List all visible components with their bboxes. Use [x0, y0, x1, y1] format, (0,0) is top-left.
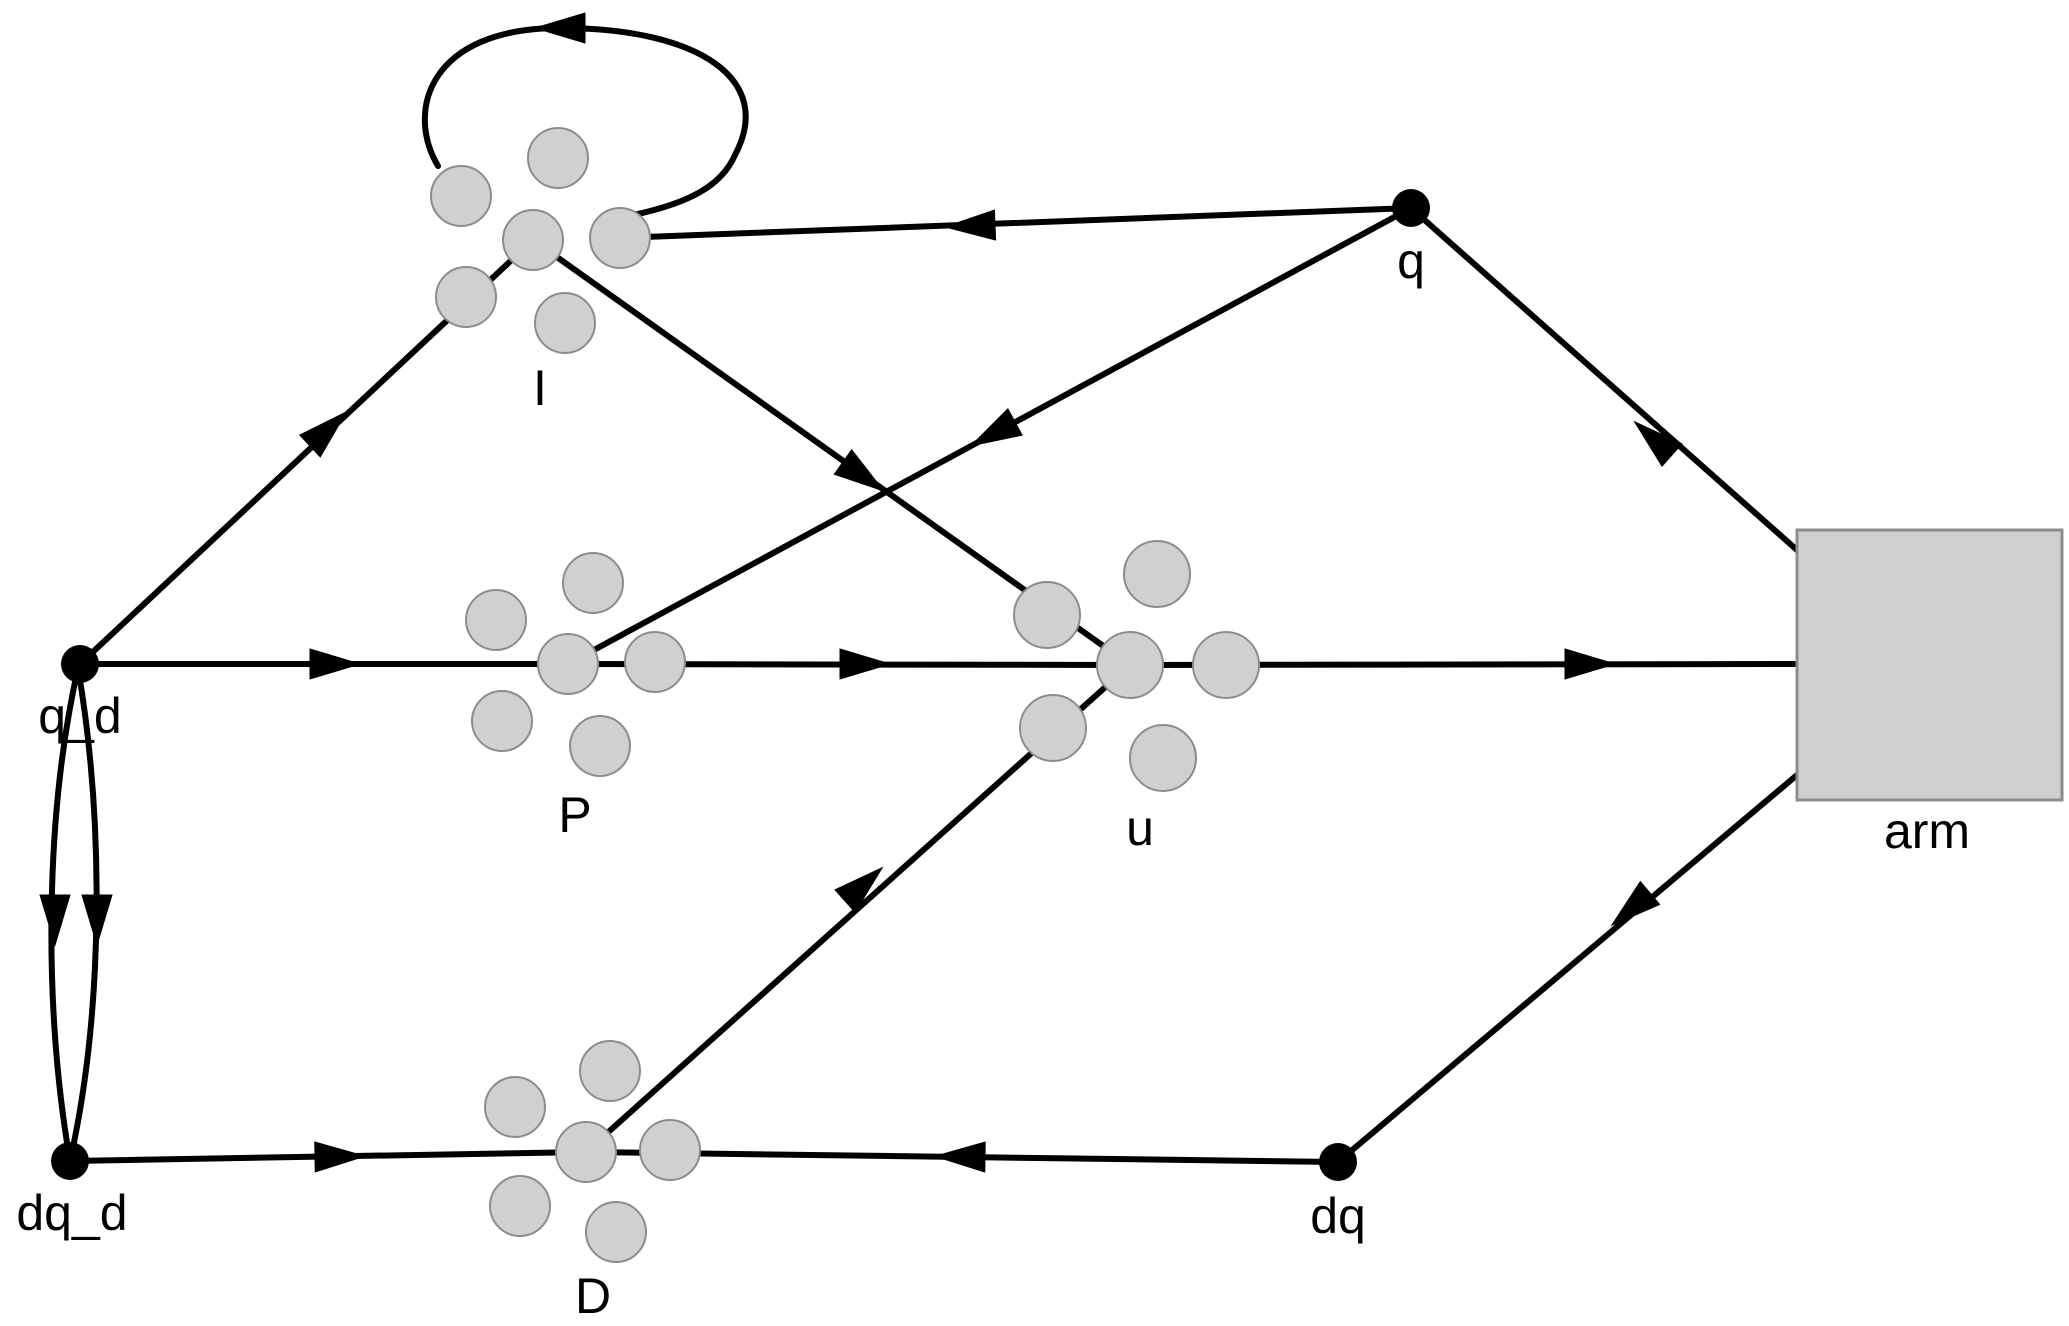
- label-q_d: q_d: [38, 688, 121, 744]
- node-dq-dot[interactable]: [1319, 1143, 1357, 1181]
- arrowheads: [39, 12, 1683, 1173]
- arrowhead-P-to-u: [839, 648, 892, 680]
- arrowhead-arm-to-q: [1633, 420, 1683, 468]
- arrowhead-q_d-to-P: [309, 648, 362, 680]
- node-labels: q_d dq_d q dq I P u D arm: [16, 233, 1970, 1324]
- edges: [48, 24, 1800, 1165]
- node-D-cluster[interactable]: [484, 1040, 701, 1263]
- node-dq_d-dot[interactable]: [51, 1142, 89, 1180]
- arrowhead-q_d-to-dq_d-right: [81, 894, 113, 947]
- label-I: I: [533, 360, 547, 416]
- arrowhead-I-to-u: [833, 448, 886, 492]
- arrowhead-dq_d-to-D: [314, 1141, 367, 1173]
- arrowhead-D-to-u: [834, 866, 884, 914]
- node-P-cluster[interactable]: [465, 552, 686, 777]
- arrowhead-q-to-I: [943, 209, 997, 241]
- label-dq: dq: [1310, 1188, 1366, 1244]
- label-q: q: [1397, 233, 1425, 289]
- edge-I-self-loop[interactable]: [421, 24, 749, 221]
- edge-arm-to-q[interactable]: [1408, 205, 1800, 553]
- arrowhead-q-to-P: [969, 407, 1023, 447]
- label-arm: arm: [1884, 803, 1970, 859]
- node-arm-block[interactable]: [1795, 528, 2064, 802]
- arrowhead-dq-to-D: [933, 1141, 986, 1173]
- arrowhead-I-self-loop: [533, 12, 586, 44]
- label-P: P: [558, 787, 591, 843]
- label-u: u: [1126, 800, 1154, 856]
- arrowhead-q_d-to-dq_d-left: [39, 894, 71, 947]
- node-u-cluster[interactable]: [1013, 540, 1260, 792]
- label-dq_d: dq_d: [16, 1185, 127, 1241]
- edge-arm-to-dq[interactable]: [1335, 772, 1800, 1165]
- label-D: D: [575, 1268, 611, 1324]
- edge-q-to-I[interactable]: [615, 205, 1414, 241]
- terminals: [51, 189, 1430, 1181]
- node-q_d-dot[interactable]: [61, 645, 99, 683]
- node-I-cluster[interactable]: [430, 127, 651, 354]
- arrowhead-u-to-arm: [1564, 648, 1617, 680]
- node-q-dot[interactable]: [1392, 189, 1430, 227]
- arrowhead-q_d-to-I: [298, 410, 348, 458]
- arrowhead-arm-to-dq: [1610, 880, 1661, 927]
